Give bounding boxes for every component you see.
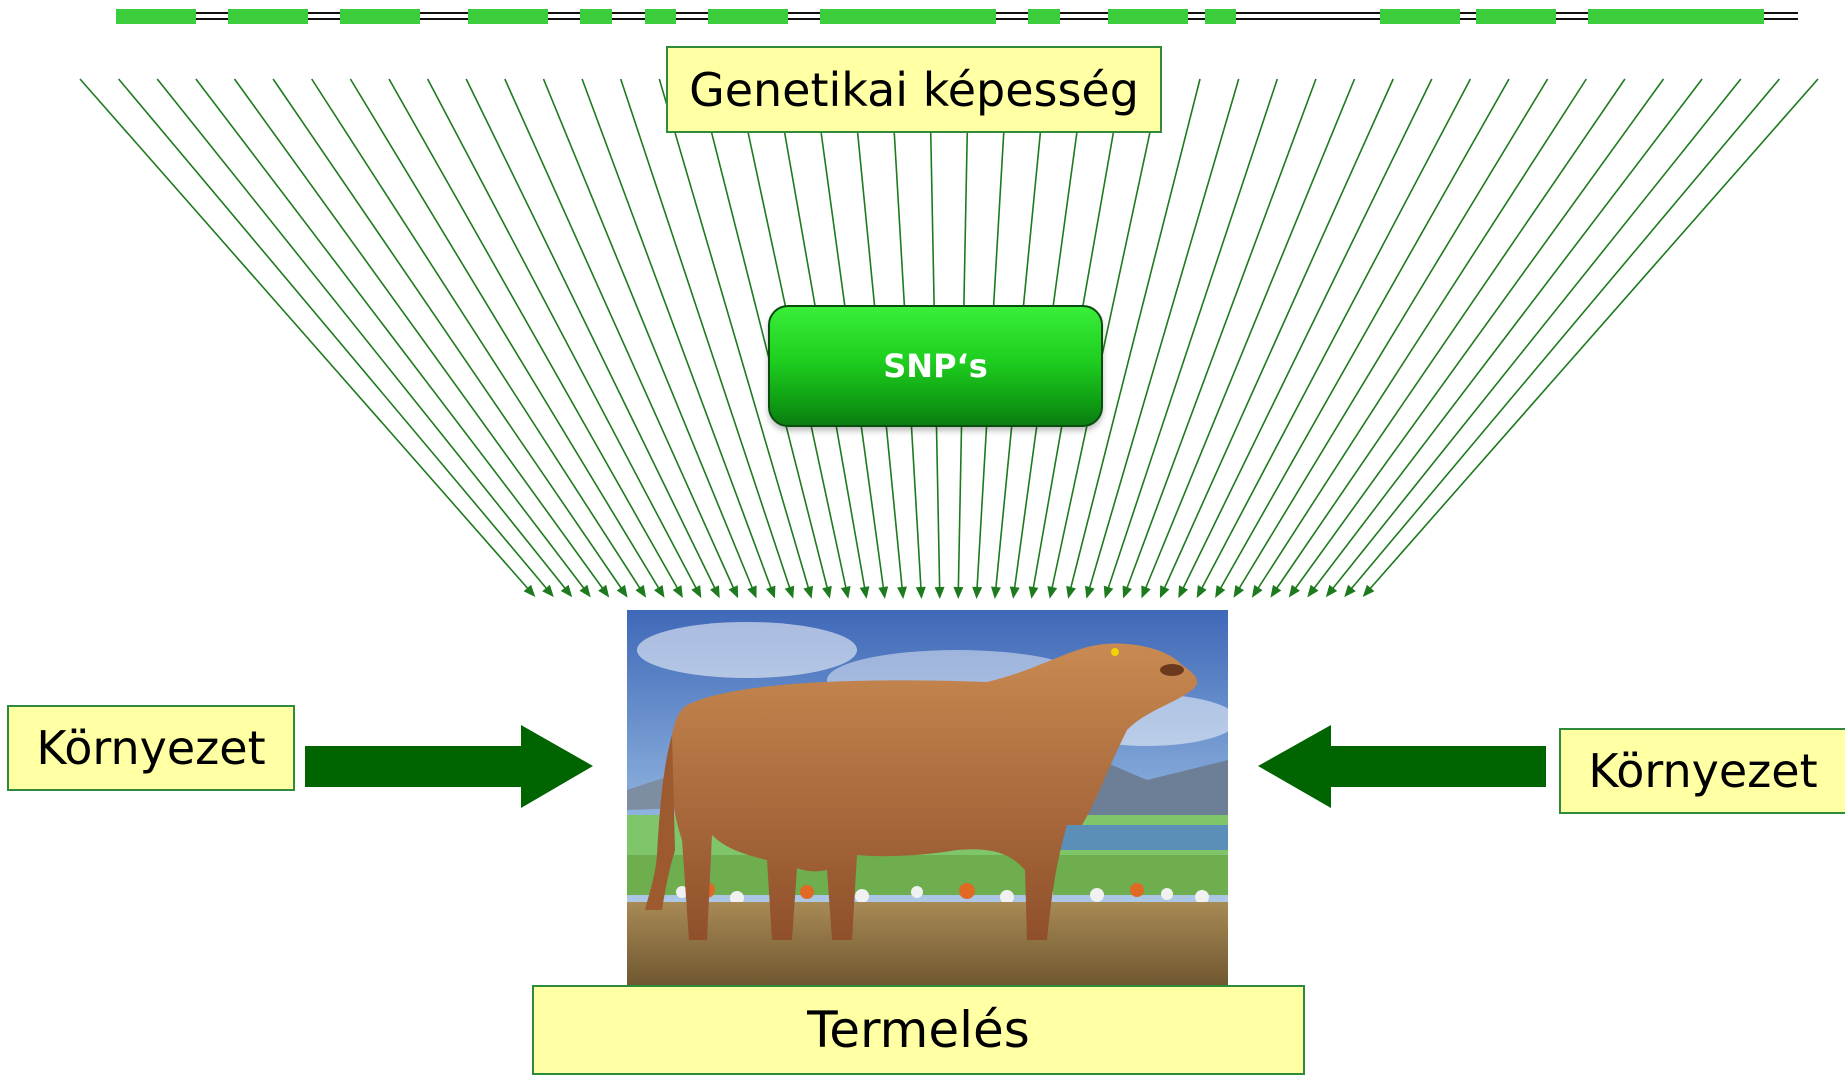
snp-arrowhead: [1141, 585, 1150, 598]
chromosome-segment: [1028, 9, 1060, 24]
snp-arrowhead: [617, 585, 628, 598]
snp-line: [466, 79, 716, 591]
snp-arrowhead: [1215, 585, 1225, 598]
snp-arrowhead: [860, 586, 870, 599]
snp-line: [273, 79, 623, 591]
snp-arrowhead: [953, 587, 963, 599]
snp-arrowhead: [822, 586, 832, 599]
chromosome-segment: [468, 9, 548, 24]
chromosome-segment: [1380, 9, 1460, 24]
snp-arrowhead: [785, 586, 795, 599]
snp-line: [1219, 79, 1509, 591]
chromosome-segment: [340, 9, 420, 24]
snp-line: [80, 79, 530, 591]
snp-line: [1107, 79, 1277, 591]
snp-arrowhead: [1234, 585, 1245, 598]
snp-arrowhead: [1047, 586, 1057, 599]
snp-line: [544, 79, 754, 591]
chromosome-segment: [1588, 9, 1764, 24]
chromosome-segment: [708, 9, 788, 24]
snp-line: [505, 79, 735, 591]
genetic-capacity-label: Genetikai képesség: [666, 46, 1162, 133]
snp-arrowhead: [935, 587, 945, 599]
snp-line: [582, 79, 772, 591]
snp-arrowhead: [580, 585, 591, 598]
snp-arrowhead: [673, 585, 683, 598]
snp-line: [1294, 79, 1664, 591]
arrow-left-icon: [1258, 725, 1546, 808]
snp-arrowhead: [561, 585, 572, 597]
chromosome-segment: [228, 9, 308, 24]
environment-right-label: Környezet: [1559, 728, 1845, 814]
snp-arrowhead: [1270, 585, 1281, 598]
chromosome-segment: [116, 9, 196, 24]
snp-arrowhead: [897, 587, 907, 600]
snp-arrowhead: [1289, 585, 1300, 598]
chromosome-segment: [1205, 9, 1236, 24]
snp-line: [1275, 79, 1625, 591]
snp-line: [1200, 79, 1470, 591]
snp-arrowhead: [654, 585, 665, 598]
snp-line: [1145, 79, 1355, 591]
snp-line: [1368, 79, 1818, 591]
snp-arrowhead: [916, 587, 926, 599]
bull-photo: [627, 610, 1228, 985]
snp-arrowhead: [878, 586, 888, 599]
snp-arrowhead: [1326, 585, 1337, 597]
snp-arrowhead: [1307, 585, 1318, 598]
snp-button-label: SNP‘s: [883, 347, 987, 385]
chromosome-segment: [1476, 9, 1556, 24]
snp-arrowhead: [1104, 586, 1114, 599]
snp-line: [1349, 79, 1779, 591]
snp-arrowhead: [766, 586, 775, 599]
snp-arrowhead: [1252, 585, 1263, 598]
snp-line: [389, 79, 679, 591]
snp-line: [1163, 79, 1393, 591]
snp-line: [119, 79, 549, 591]
environment-left-label: Környezet: [7, 705, 295, 791]
snp-arrowhead: [747, 585, 756, 598]
snp-arrowhead: [1029, 586, 1039, 599]
snp-arrowhead: [598, 585, 609, 598]
chromosome-segment: [645, 9, 676, 24]
production-label: Termelés: [532, 985, 1305, 1075]
chromosome-bar: [116, 9, 1798, 24]
snp-arrowhead: [991, 587, 1001, 600]
arrow-right-icon: [305, 725, 593, 808]
snp-line: [1126, 79, 1316, 591]
snp-arrowhead: [1066, 586, 1076, 599]
snp-button[interactable]: SNP‘s: [768, 305, 1103, 427]
snp-arrowhead: [635, 585, 646, 598]
chromosome-segment: [580, 9, 612, 24]
snp-line: [1089, 79, 1239, 591]
snp-line: [196, 79, 586, 591]
snp-arrowhead: [972, 587, 982, 599]
snp-line: [1182, 79, 1432, 591]
snp-arrowhead: [1010, 586, 1020, 599]
snp-arrowhead: [1123, 586, 1132, 599]
snp-line: [1312, 79, 1702, 591]
snp-line: [235, 79, 605, 591]
snp-arrowhead: [841, 586, 851, 599]
snp-line: [621, 79, 791, 591]
snp-arrowhead: [1085, 586, 1095, 599]
chromosome-segment: [820, 9, 996, 24]
chromosome-segment: [1108, 9, 1188, 24]
snp-line: [428, 79, 698, 591]
snp-arrowhead: [803, 586, 813, 599]
